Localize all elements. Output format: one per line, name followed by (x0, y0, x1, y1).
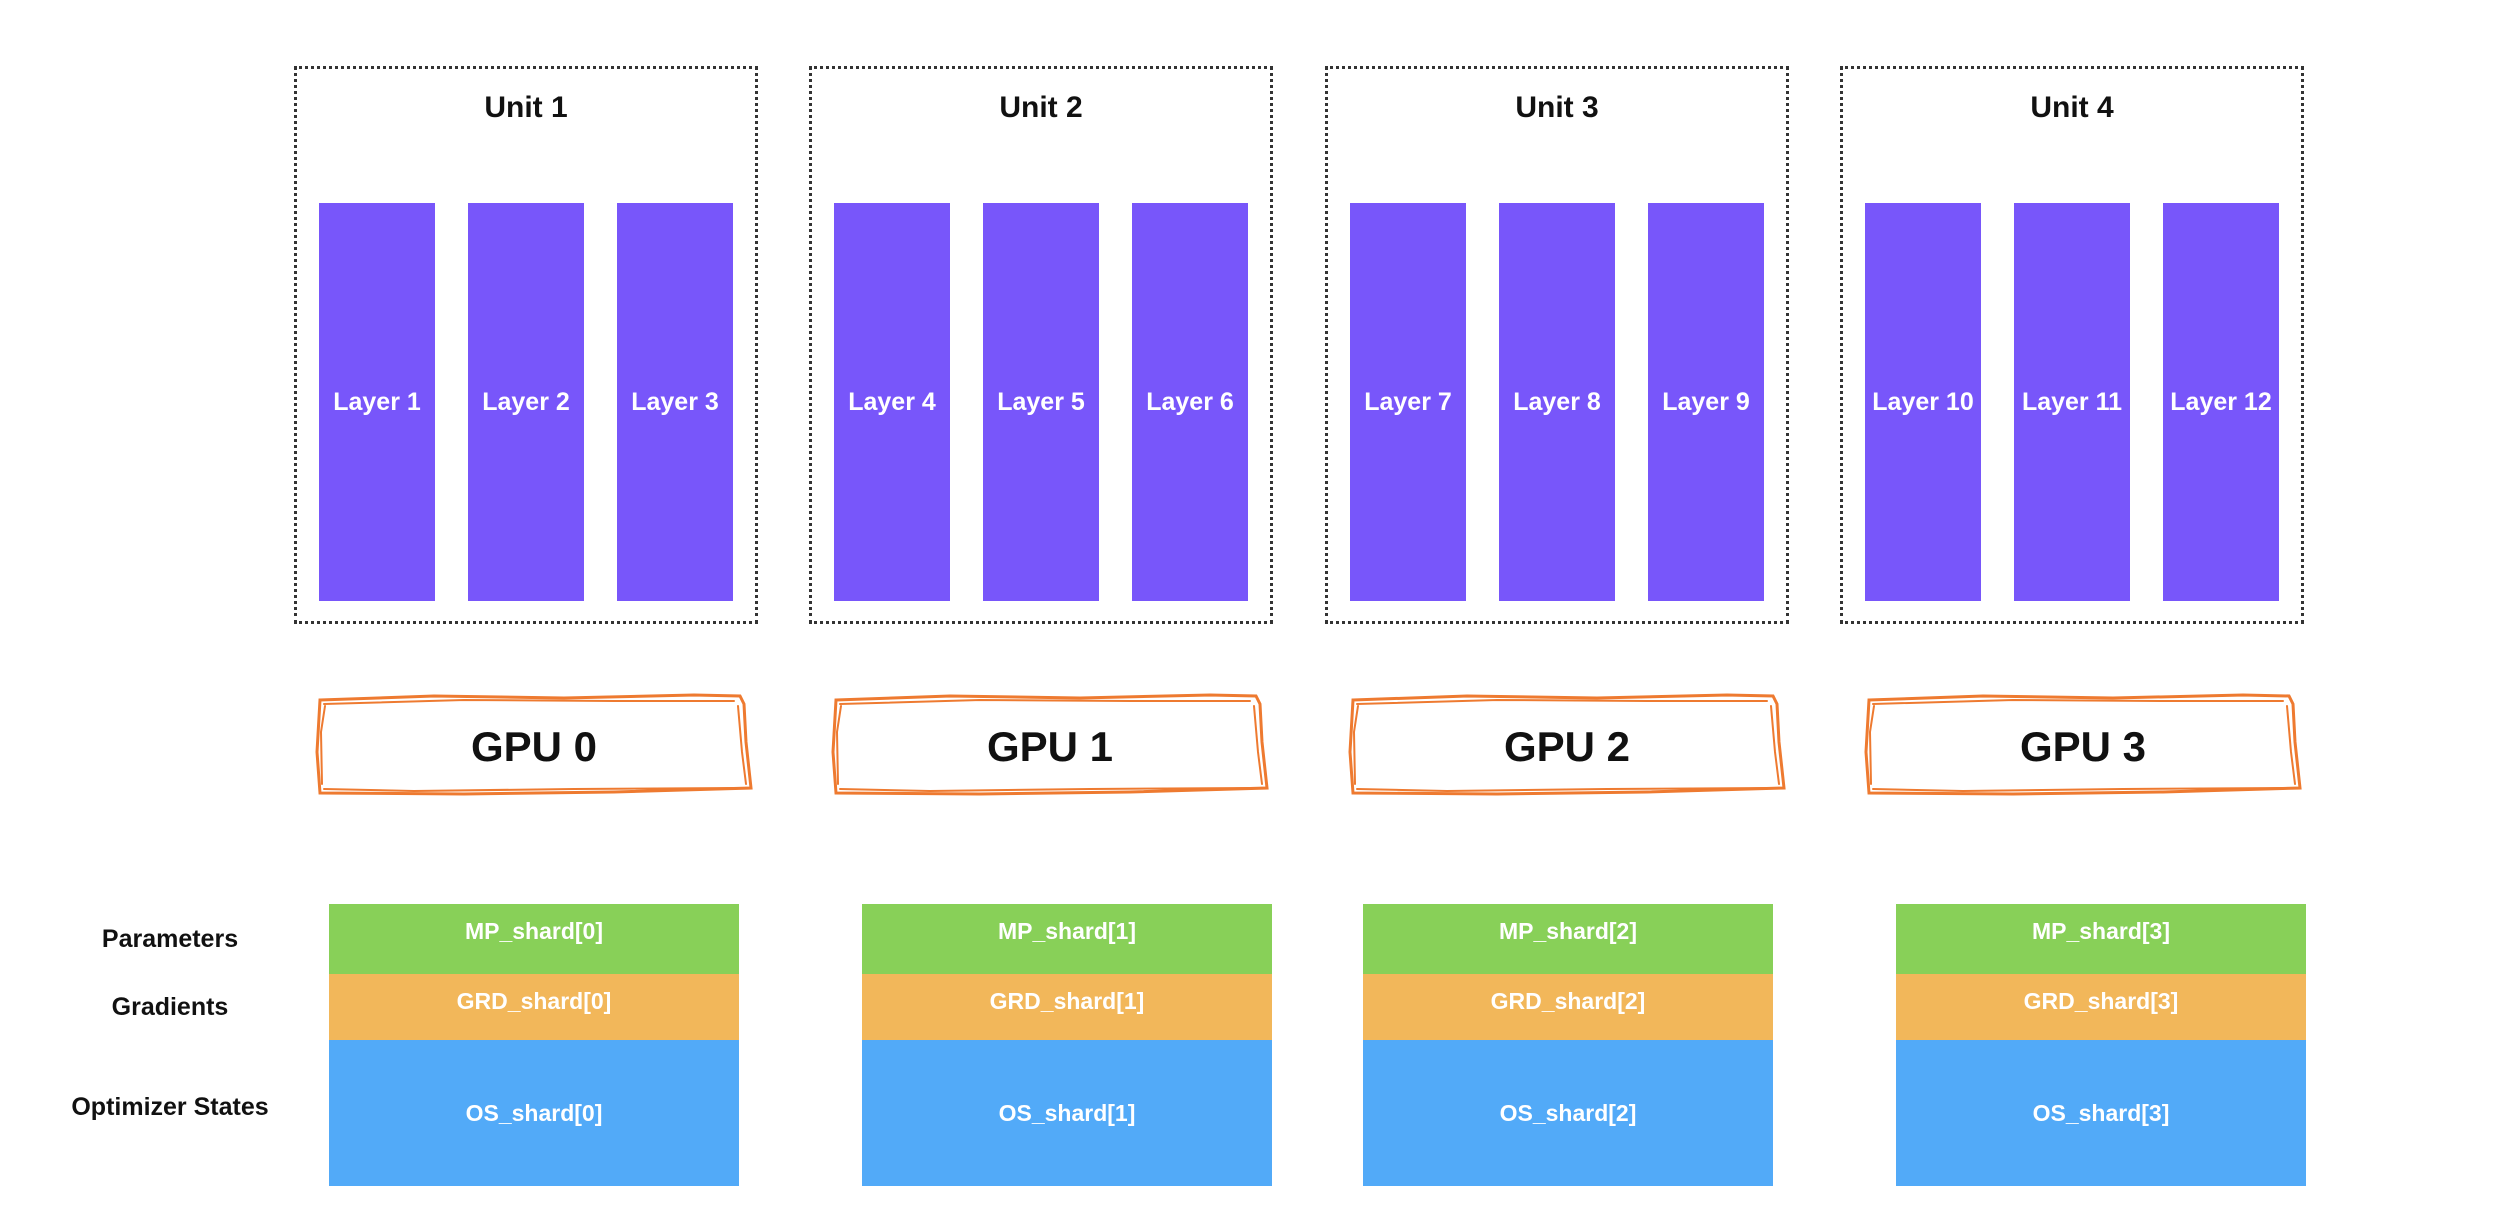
layer-block: Layer 9 (1648, 203, 1764, 601)
optimizer-state-shard: OS_shard[3] (1896, 1040, 2306, 1186)
gpu-1-shards: MP_shard[1] GRD_shard[1] OS_shard[1] (862, 904, 1272, 1186)
sketch-outline-icon (831, 693, 1269, 796)
gradient-shard: GRD_shard[2] (1363, 974, 1773, 1040)
layer-block: Layer 1 (319, 203, 435, 601)
layer-block: Layer 4 (834, 203, 950, 601)
gpu-label: GPU 2 (1503, 723, 1631, 770)
layer-block: Layer 7 (1350, 203, 1466, 601)
layer-block: Layer 6 (1132, 203, 1248, 601)
layer-block: Layer 12 (2163, 203, 2279, 601)
parameter-shard: MP_shard[1] (862, 904, 1272, 974)
parameter-shard: MP_shard[2] (1363, 904, 1773, 974)
layer-block: Layer 11 (2014, 203, 2130, 601)
gpu-0-box: GPU 0 (314, 692, 754, 802)
gpu-2-shards: MP_shard[2] GRD_shard[2] OS_shard[2] (1363, 904, 1773, 1186)
gpu-1-box: GPU 1 (830, 692, 1270, 802)
gpu-label: GPU 0 (470, 723, 598, 770)
unit-1-box: Unit 1 Layer 1 Layer 2 Layer 3 (294, 66, 758, 624)
parameter-shard: MP_shard[3] (1896, 904, 2306, 974)
gradients-label: Gradients (111, 993, 229, 1021)
sketch-outline-icon (1864, 693, 2302, 796)
parameters-label: Parameters (101, 925, 239, 953)
gpu-label: GPU 3 (2019, 723, 2147, 770)
unit-title: Unit 1 (484, 91, 568, 124)
gpu-0-shards: MP_shard[0] GRD_shard[0] OS_shard[0] (329, 904, 739, 1186)
unit-title: Unit 4 (2030, 91, 2114, 124)
unit-title: Unit 3 (1515, 91, 1599, 124)
unit-3-box: Unit 3 Layer 7 Layer 8 Layer 9 (1325, 66, 1789, 624)
unit-title: Unit 2 (999, 91, 1083, 124)
gradient-shard: GRD_shard[1] (862, 974, 1272, 1040)
gpu-3-box: GPU 3 (1863, 692, 2303, 802)
optimizer-state-shard: OS_shard[2] (1363, 1040, 1773, 1186)
optimizer-state-shard: OS_shard[1] (862, 1040, 1272, 1186)
layer-block: Layer 8 (1499, 203, 1615, 601)
parameter-shard: MP_shard[0] (329, 904, 739, 974)
sketch-outline-icon (1348, 693, 1786, 796)
optimizer-states-label: Optimizer States (71, 1093, 269, 1121)
layer-block: Layer 10 (1865, 203, 1981, 601)
layer-block: Layer 3 (617, 203, 733, 601)
unit-2-box: Unit 2 Layer 4 Layer 5 Layer 6 (809, 66, 1273, 624)
sketch-outline-icon (315, 693, 753, 796)
gradient-shard: GRD_shard[3] (1896, 974, 2306, 1040)
layer-block: Layer 2 (468, 203, 584, 601)
optimizer-state-shard: OS_shard[0] (329, 1040, 739, 1186)
gpu-2-box: GPU 2 (1347, 692, 1787, 802)
gpu-3-shards: MP_shard[3] GRD_shard[3] OS_shard[3] (1896, 904, 2306, 1186)
unit-4-box: Unit 4 Layer 10 Layer 11 Layer 12 (1840, 66, 2304, 624)
layer-block: Layer 5 (983, 203, 1099, 601)
gradient-shard: GRD_shard[0] (329, 974, 739, 1040)
gpu-label: GPU 1 (986, 723, 1114, 770)
